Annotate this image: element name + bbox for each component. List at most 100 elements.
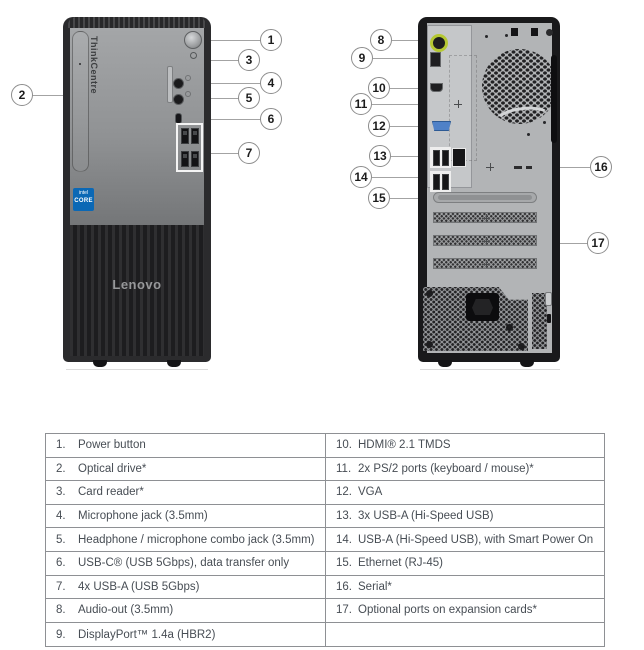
legend-row: 13.3x USB-A (Hi-Speed USB) xyxy=(326,505,604,529)
callout-line xyxy=(204,153,240,154)
front-view: ThinkCentre intel CORE Lenovo xyxy=(63,17,211,367)
callout-9: 9 xyxy=(351,47,373,69)
callout-line xyxy=(372,104,455,105)
callout-5: 5 xyxy=(238,87,260,109)
legend-row: 5.Headphone / microphone combo jack (3.5… xyxy=(46,528,325,552)
legend-row: 2.Optical drive* xyxy=(46,458,325,482)
rear-usb-group-bottom xyxy=(430,171,451,192)
legend-row: 12.VGA xyxy=(326,481,604,505)
screw xyxy=(546,29,553,36)
audio-out-jack xyxy=(430,34,448,52)
padlock-loop xyxy=(545,292,552,306)
callout-14: 14 xyxy=(350,166,372,188)
callout-11: 11 xyxy=(350,93,372,115)
callout-6: 6 xyxy=(260,108,282,130)
usb-a-port xyxy=(181,151,189,167)
rear-view xyxy=(418,17,560,367)
usb-a-port xyxy=(181,128,189,144)
rear-foot xyxy=(438,360,452,367)
legend-column-right: 10.HDMI® 2.1 TMDS 11.2x PS/2 ports (keyb… xyxy=(325,434,604,647)
front-foot xyxy=(93,360,107,367)
microphone-icon xyxy=(185,75,191,81)
intel-core-badge: intel CORE xyxy=(73,188,94,211)
callout-17: 17 xyxy=(587,232,609,254)
rear-usb-group-top xyxy=(430,147,451,168)
headphone-jack xyxy=(173,94,184,105)
serial-knockout-mark xyxy=(486,163,494,171)
callout-1: 1 xyxy=(260,29,282,51)
vga-port xyxy=(432,121,451,131)
legend-row: 7.4x USB-A (USB 5Gbps) xyxy=(46,576,325,600)
legend-row: 10.HDMI® 2.1 TMDS xyxy=(326,434,604,458)
displayport xyxy=(430,52,441,67)
expansion-slot-cover xyxy=(433,235,537,246)
callout-8: 8 xyxy=(370,29,392,51)
rear-foot xyxy=(520,360,534,367)
psu-vent xyxy=(532,293,547,349)
callout-7: 7 xyxy=(238,142,260,164)
front-lower-grille xyxy=(70,225,204,356)
usb-a-port xyxy=(432,173,440,190)
usb-a-ports-group xyxy=(176,123,203,172)
fan-vent xyxy=(482,49,557,124)
lenovo-logo: Lenovo xyxy=(112,277,162,292)
panel-marking xyxy=(526,166,532,169)
screw xyxy=(506,324,513,331)
power-button xyxy=(184,31,202,49)
kensington-slot xyxy=(547,314,551,323)
callout-4: 4 xyxy=(260,72,282,94)
legend-row: 1.Power button xyxy=(46,434,325,458)
hdmi-port xyxy=(430,83,443,92)
legend-row: 16.Serial* xyxy=(326,576,604,600)
vent-cutout xyxy=(531,28,538,36)
screw xyxy=(518,343,525,350)
callout-line xyxy=(184,60,240,61)
legend-row: 17.Optional ports on expansion cards* xyxy=(326,599,604,623)
eject-pinhole xyxy=(79,63,81,65)
ps2-knockout-mark xyxy=(454,100,462,108)
callout-15: 15 xyxy=(368,187,390,209)
screw xyxy=(426,341,433,348)
callout-line xyxy=(198,40,262,41)
legend-row xyxy=(326,623,604,647)
thinkcentre-logo: ThinkCentre xyxy=(89,36,99,95)
callout-line xyxy=(372,177,430,178)
legend-row: 3.Card reader* xyxy=(46,481,325,505)
usb-a-port xyxy=(441,149,449,166)
callout-10: 10 xyxy=(368,77,390,99)
screw-mark xyxy=(482,214,490,222)
callout-line xyxy=(390,88,429,89)
callout-line xyxy=(31,95,74,96)
card-reader-slot xyxy=(167,66,173,103)
callout-13: 13 xyxy=(369,145,391,167)
callout-line xyxy=(540,243,589,244)
legend-row: 6.USB-C® (USB 5Gbps), data transfer only xyxy=(46,552,325,576)
callout-16: 16 xyxy=(590,156,612,178)
screw-mark xyxy=(482,237,490,245)
legend-row: 14.USB-A (Hi-Speed USB), with Smart Powe… xyxy=(326,528,604,552)
knockout-outline xyxy=(449,55,477,161)
rear-shadow xyxy=(420,369,560,370)
callout-line xyxy=(373,58,429,59)
callout-line xyxy=(184,98,240,99)
expansion-slot-cover xyxy=(433,212,537,223)
legend-column-left: 1.Power button 2.Optical drive* 3.Card r… xyxy=(46,434,325,646)
callout-line xyxy=(181,119,262,120)
callout-line xyxy=(184,83,262,84)
callout-3: 3 xyxy=(238,49,260,71)
side-handle xyxy=(551,55,557,143)
front-top-vent xyxy=(68,17,206,28)
callout-12: 12 xyxy=(368,115,390,137)
power-icon xyxy=(190,52,197,59)
usb-a-port xyxy=(441,173,449,190)
blank-slot-cover xyxy=(433,192,537,203)
power-inlet xyxy=(466,293,499,321)
usb-a-port xyxy=(191,151,199,167)
legend-row: 15.Ethernet (RJ-45) xyxy=(326,552,604,576)
front-foot xyxy=(167,360,181,367)
ethernet-port xyxy=(452,148,466,167)
legend-table: 1.Power button 2.Optical drive* 3.Card r… xyxy=(45,433,605,648)
callout-2: 2 xyxy=(11,84,33,106)
legend-row: 11.2x PS/2 ports (keyboard / mouse)* xyxy=(326,458,604,482)
